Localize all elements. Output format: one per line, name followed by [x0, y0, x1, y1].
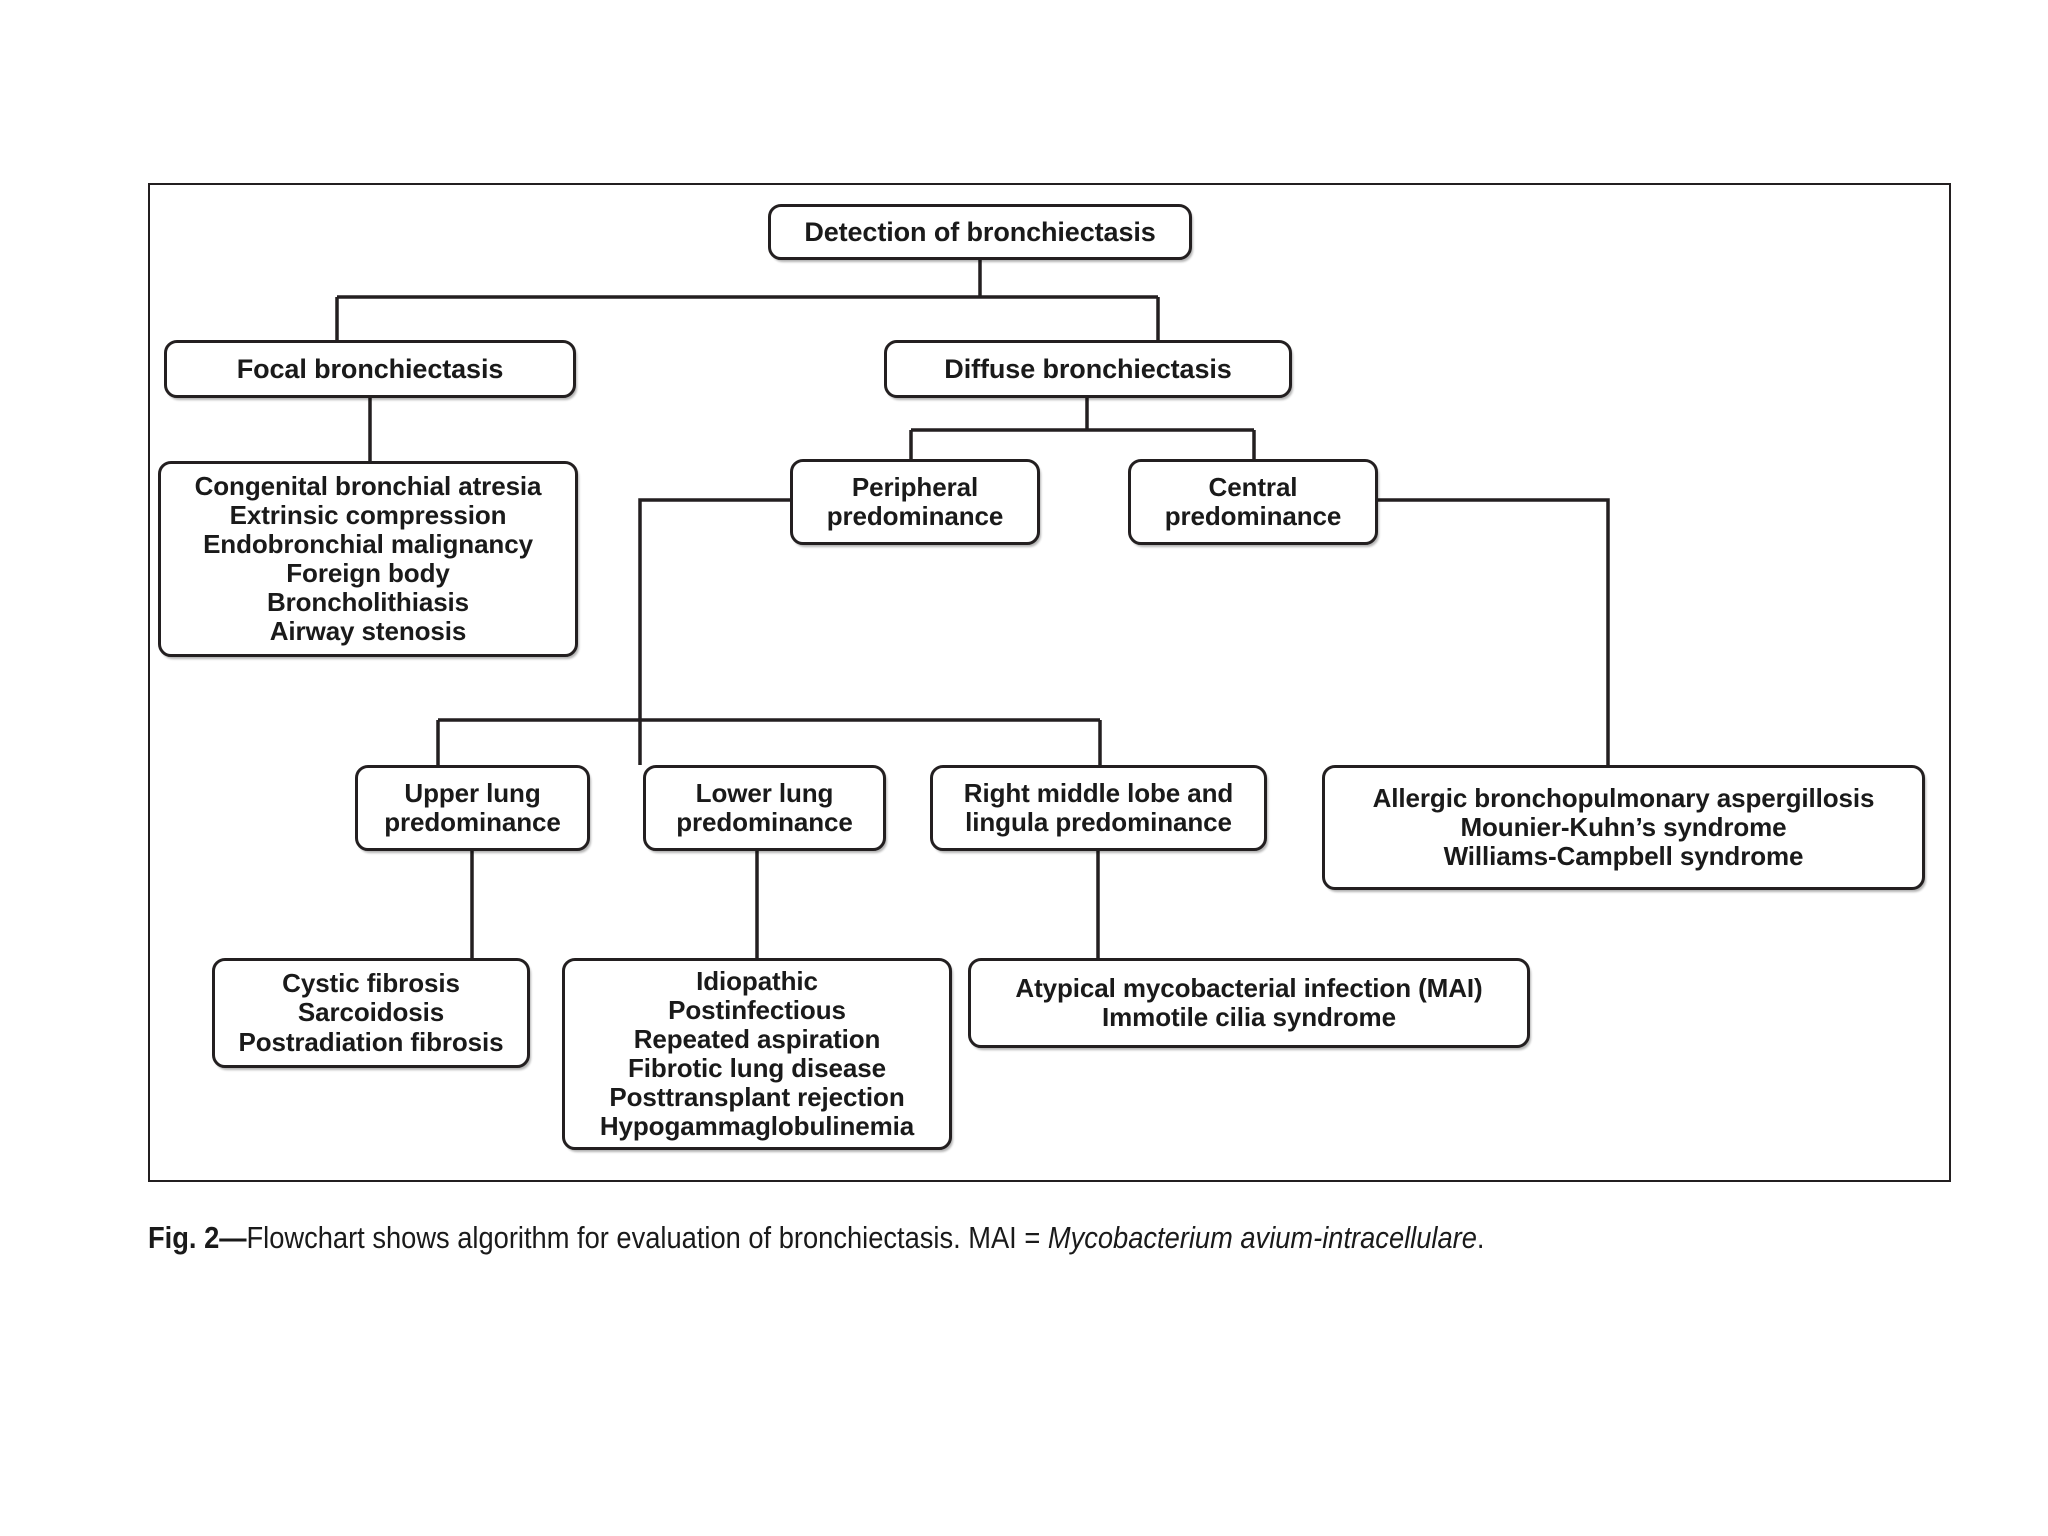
node-label-line2: predominance [384, 807, 561, 837]
cause-item: Postradiation fibrosis [238, 1026, 504, 1057]
cause-item: Williams-Campbell syndrome [1443, 841, 1804, 872]
cause-item: Atypical mycobacterial infection (MAI) [1015, 972, 1483, 1003]
cause-item: Repeated aspiration [633, 1023, 881, 1054]
cause-item: Broncholithiasis [266, 587, 470, 618]
node-diffuse-bronchiectasis[interactable]: Diffuse bronchiectasis [884, 340, 1292, 398]
node-right-middle-lobe-lingula-predominance[interactable]: Right middle lobe and lingula predominan… [930, 765, 1267, 851]
node-label-line2: lingula predominance [965, 807, 1232, 837]
figure-caption: Fig. 2—Flowchart shows algorithm for eva… [148, 1219, 1758, 1256]
cause-item: Hypogammaglobulinemia [599, 1111, 915, 1142]
caption-italic-term: Mycobacterium avium-intracellulare [1047, 1220, 1477, 1255]
node-lower-lung-predominance[interactable]: Lower lung predominance [643, 765, 886, 851]
node-label-line1: Peripheral [851, 471, 979, 502]
cause-item: Cystic fibrosis [282, 968, 460, 999]
node-label-line1: Central [1208, 471, 1298, 502]
node-label-line2: predominance [1164, 501, 1342, 531]
cause-item: Endobronchial malignancy [203, 528, 533, 559]
cause-item: Congenital bronchial atresia [194, 470, 542, 501]
node-right-middle-lobe-causes[interactable]: Atypical mycobacterial infection (MAI) I… [968, 958, 1530, 1048]
caption-figure-number: Fig. 2 [148, 1220, 220, 1255]
node-upper-lung-causes[interactable]: Cystic fibrosis Sarcoidosis Postradiatio… [212, 958, 530, 1068]
cause-item: Allergic bronchopulmonary aspergillosis [1372, 782, 1875, 813]
node-focal-bronchiectasis[interactable]: Focal bronchiectasis [164, 340, 576, 398]
node-peripheral-predominance[interactable]: Peripheral predominance [790, 459, 1040, 545]
node-label: Focal bronchiectasis [236, 353, 504, 384]
cause-item: Idiopathic [696, 965, 818, 996]
node-label-line1: Upper lung [404, 777, 541, 808]
cause-item: Mounier-Kuhn’s syndrome [1460, 811, 1787, 842]
node-label: Diffuse bronchiectasis [944, 353, 1232, 384]
cause-item: Sarcoidosis [297, 997, 445, 1028]
caption-text: Flowchart shows algorithm for evaluation… [246, 1220, 1048, 1255]
node-lower-lung-causes[interactable]: Idiopathic Postinfectious Repeated aspir… [562, 958, 952, 1150]
caption-dash: — [219, 1220, 247, 1255]
node-label-line1: Right middle lobe and [963, 777, 1234, 808]
node-upper-lung-predominance[interactable]: Upper lung predominance [355, 765, 590, 851]
node-label-line2: predominance [826, 501, 1004, 531]
node-detection-of-bronchiectasis[interactable]: Detection of bronchiectasis [768, 204, 1192, 260]
node-focal-bronchiectasis-causes[interactable]: Congenital bronchial atresia Extrinsic c… [158, 461, 578, 657]
node-central-predominance-causes[interactable]: Allergic bronchopulmonary aspergillosis … [1322, 765, 1925, 890]
cause-item: Extrinsic compression [229, 499, 507, 530]
node-central-predominance[interactable]: Central predominance [1128, 459, 1378, 545]
caption-period: . [1476, 1220, 1485, 1255]
node-label-line1: Lower lung [695, 777, 834, 808]
cause-item: Fibrotic lung disease [628, 1053, 886, 1083]
cause-item: Airway stenosis [269, 616, 467, 647]
cause-item: Posttransplant rejection [609, 1082, 905, 1113]
cause-item: Foreign body [286, 558, 450, 588]
node-label: Detection of bronchiectasis [804, 216, 1156, 247]
cause-item: Postinfectious [668, 994, 846, 1025]
cause-item: Immotile cilia syndrome [1102, 1002, 1396, 1032]
node-label-line2: predominance [676, 807, 853, 837]
